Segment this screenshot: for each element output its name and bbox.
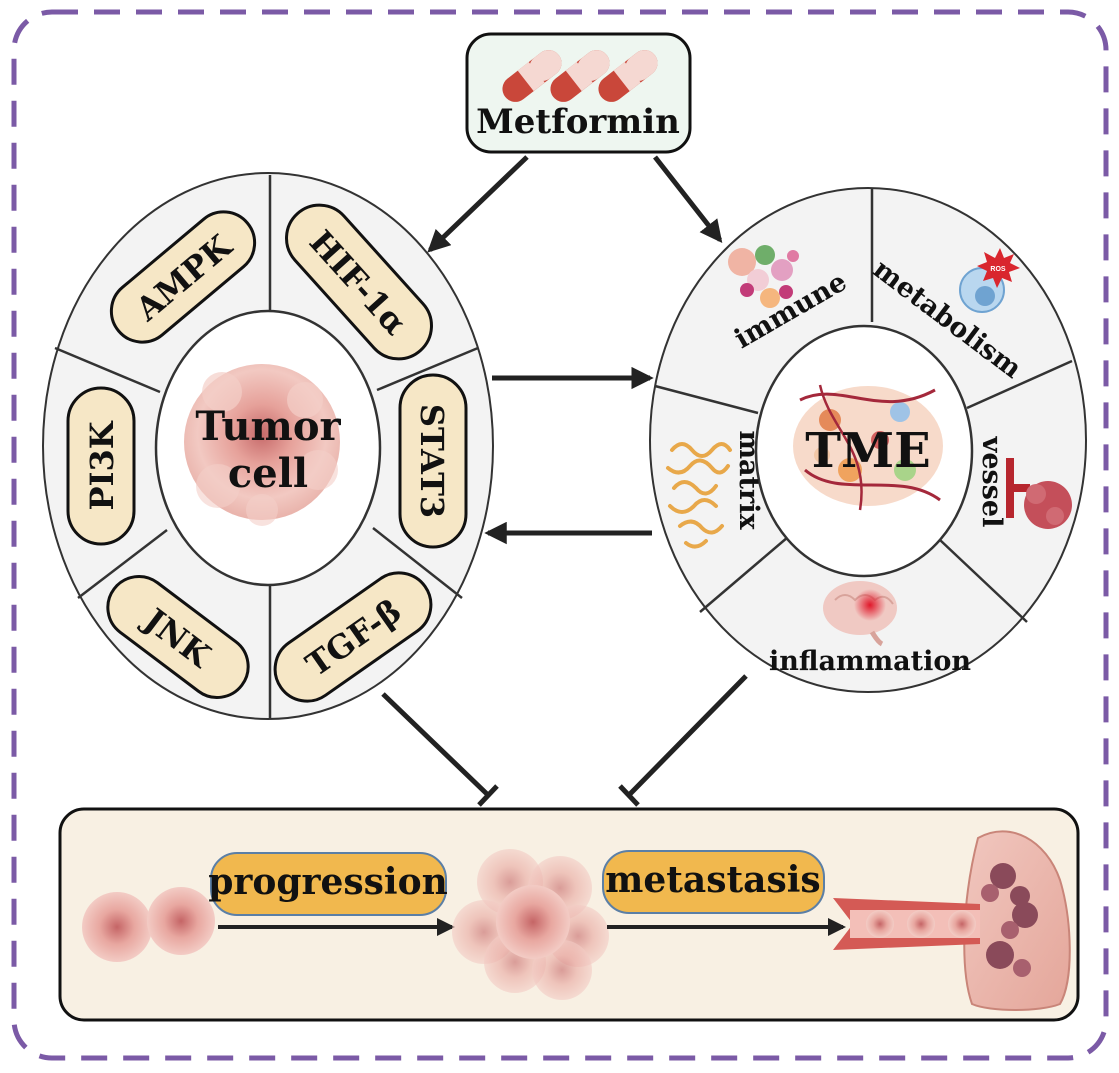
tme-illustration <box>793 384 943 511</box>
tumor-cell-wheel: Tumor cell AMPK HIF-1α STAT3 TGF-β JNK P… <box>42 172 494 720</box>
metformin-box: Metformin <box>465 32 692 154</box>
inhibition-line-tumor <box>381 692 490 797</box>
arrow-metformin-to-tumor <box>427 155 529 253</box>
tumor-cluster-icon <box>452 849 609 1000</box>
dashed-frame <box>11 9 1109 1061</box>
arrow-metformin-to-tme <box>653 155 723 243</box>
inhibition-bar-tumor <box>477 784 499 807</box>
metastasis-badge: metastasis <box>602 850 825 914</box>
metastasis-label: metastasis <box>605 859 820 901</box>
tme-inflammation-label: inflammation <box>769 646 971 677</box>
tumor-cell-label-line1: Tumor <box>195 403 341 450</box>
tme-matrix-label: matrix <box>733 430 764 530</box>
tumor-cell-illustration <box>184 364 340 526</box>
inhibition-bar-tme <box>618 784 640 807</box>
progression-label: progression <box>208 861 448 903</box>
tumor-cell-label-line2: cell <box>228 450 308 497</box>
svg-text:PI3K: PI3K <box>83 420 121 510</box>
immune-cells-icon <box>728 245 799 308</box>
outcome-panel: progression metastasis <box>58 807 1080 1022</box>
small-tumor-cells-icon <box>82 887 215 962</box>
metabolism-icon: ROS <box>959 248 1020 313</box>
matrix-icon <box>666 442 732 549</box>
ros-label: ROS <box>990 266 1006 273</box>
svg-text:STAT3: STAT3 <box>413 404 451 518</box>
capsule-icon <box>502 50 658 102</box>
lung-icon <box>963 830 1071 1011</box>
inhibition-line-tme <box>627 674 748 797</box>
pathway-pill-pi3k: PI3K <box>66 386 136 546</box>
pathway-pill-stat3: STAT3 <box>398 373 468 549</box>
tme-label: TME <box>805 423 930 479</box>
blood-vessel-icon <box>833 898 980 950</box>
tme-vessel-label: vessel <box>976 436 1007 528</box>
progression-badge: progression <box>208 852 448 916</box>
metformin-label: Metformin <box>476 102 680 142</box>
tme-wheel: TME immune ROS metabolism <box>649 187 1087 693</box>
brain-icon <box>823 581 897 647</box>
vessel-icon <box>1006 458 1072 529</box>
